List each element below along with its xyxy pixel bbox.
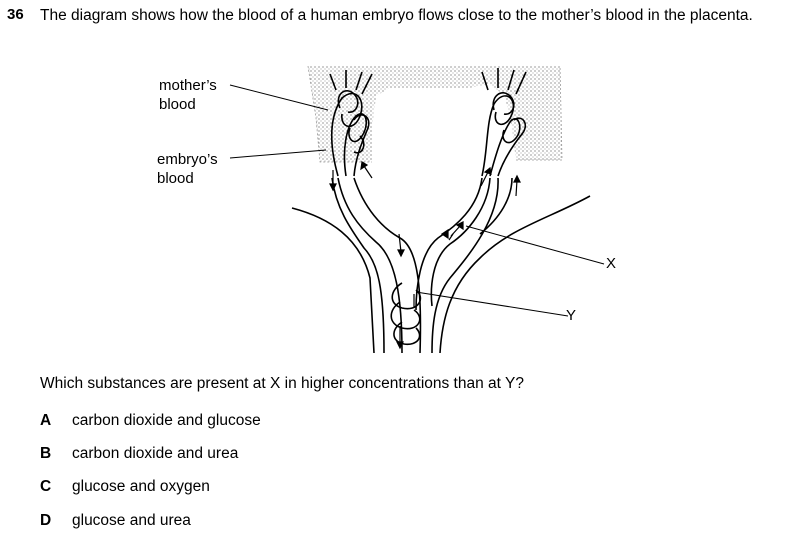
label-x: X [606,255,617,272]
placenta-diagram: mother’s blood embryo’s blood X Y [150,58,630,363]
question-number: 36 [7,6,24,23]
option-letter: B [40,445,52,462]
mothers-blood-label-line1: mother’s [159,77,217,94]
placenta-illustration [229,65,605,354]
embryos-blood-label-line1: embryo’s [157,151,218,168]
question-stem: The diagram shows how the blood of a hum… [40,7,753,24]
embryos-blood-label-line2: blood [157,170,194,187]
embryos-blood-label: embryo’s blood [157,150,218,188]
pointer-lines [229,84,605,317]
mothers-blood-label: mother’s blood [159,76,217,114]
label-y: Y [566,307,577,324]
option-letter: A [40,412,52,429]
mothers-blood-label-line2: blood [159,96,196,113]
left-villus [329,70,373,177]
flow-arrows [329,161,521,350]
question-prompt: Which substances are present at X in hig… [40,375,524,392]
option-text: carbon dioxide and urea [72,445,239,462]
umbilical-coil [390,282,422,346]
option-letter: C [40,478,52,495]
option-text: glucose and urea [72,512,191,529]
embryo-vessels [291,177,591,354]
right-villus [481,68,527,177]
maternal-blood-region [308,66,562,162]
option-text: carbon dioxide and glucose [72,412,261,429]
option-text: glucose and oxygen [72,478,210,495]
option-letter: D [40,512,52,529]
